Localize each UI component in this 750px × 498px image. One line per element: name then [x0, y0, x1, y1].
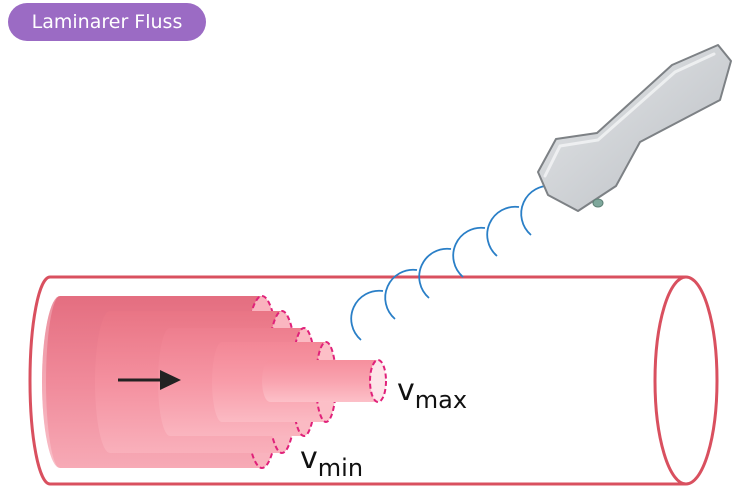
flow-layers — [42, 295, 387, 469]
vessel-opening — [653, 275, 719, 486]
ultrasound-wave — [486, 205, 520, 257]
flow-layer-5 — [262, 359, 387, 403]
probe-highlight — [543, 52, 716, 178]
probe-tip — [592, 198, 604, 208]
blood-vessel — [28, 275, 719, 486]
velocity-profile-outline — [369, 359, 387, 403]
title-badge-label: Laminarer Fluss — [31, 11, 183, 33]
vessel-wall — [28, 275, 686, 486]
ultrasound-wave — [452, 226, 486, 278]
ultrasound-wave — [384, 268, 418, 320]
v-max-label: vmax — [397, 373, 467, 414]
ultrasound-wave — [418, 247, 452, 299]
title-badge: Laminarer Fluss — [8, 3, 206, 41]
ultrasound-wave — [350, 289, 384, 341]
ultrasound-probe-icon — [537, 44, 732, 212]
flow-layer-highlight — [42, 296, 60, 468]
arrow-right-icon — [118, 370, 181, 390]
v-min-label: vmin — [300, 441, 363, 482]
ultrasound-waves — [350, 184, 554, 341]
